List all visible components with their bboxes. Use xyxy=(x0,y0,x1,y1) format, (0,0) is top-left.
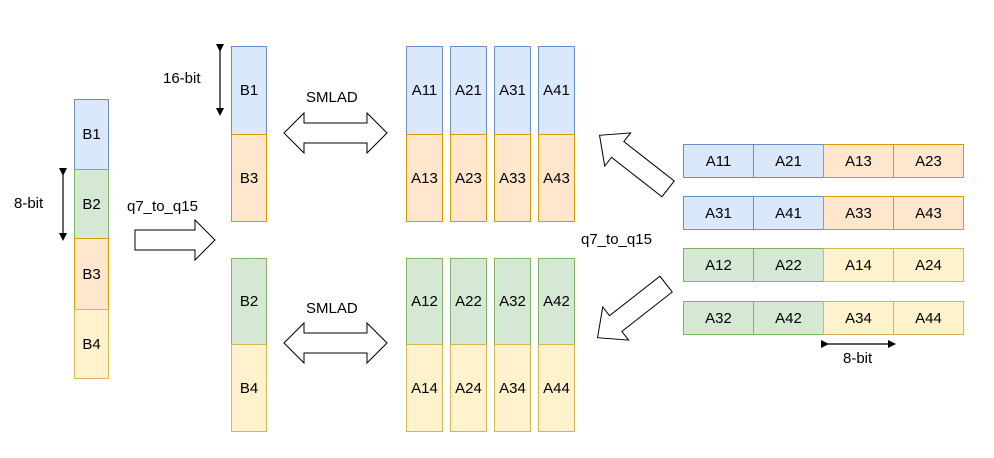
convert-label-right: q7_to_q15 xyxy=(581,231,652,248)
convert-arrow-left xyxy=(134,218,216,262)
a-col-bottom-lo: A24 xyxy=(450,344,487,432)
smlad-label-bottom: SMLAD xyxy=(306,300,358,317)
a-row-cell: A13 xyxy=(823,144,894,178)
a-row-cell: A44 xyxy=(893,301,964,335)
a-row-width-label: 8-bit xyxy=(843,350,873,367)
a-col-top-lo: A23 xyxy=(450,134,487,222)
a-row-cell: A22 xyxy=(753,248,824,282)
b-vector-width-label: 8-bit xyxy=(14,195,44,212)
a-col-bottom-hi: A22 xyxy=(450,258,487,345)
a-row-cell: A32 xyxy=(683,301,754,335)
a-col-bottom-hi: A32 xyxy=(494,258,531,345)
b2-cell: B2 xyxy=(74,169,109,239)
convert-arrow-right-top xyxy=(598,132,675,198)
b3-cell: B3 xyxy=(74,238,109,310)
b4-expanded-cell: B4 xyxy=(231,344,267,432)
b4-cell: B4 xyxy=(74,309,109,379)
a-row-cell: A34 xyxy=(823,301,894,335)
a-row-cell: A23 xyxy=(893,144,964,178)
smlad-arrow-top xyxy=(283,111,388,155)
a-row-cell: A14 xyxy=(823,248,894,282)
a-row-cell: A33 xyxy=(823,196,894,230)
b2-expanded-cell: B2 xyxy=(231,258,267,345)
b1-cell: B1 xyxy=(74,99,109,170)
a-col-top-lo: A13 xyxy=(406,134,443,222)
a-row-cell: A31 xyxy=(683,196,754,230)
a-col-bottom-lo: A44 xyxy=(538,344,575,432)
a-row-cell: A24 xyxy=(893,248,964,282)
a-row-cell: A11 xyxy=(683,144,754,178)
a-col-bottom-hi: A42 xyxy=(538,258,575,345)
a-col-bottom-lo: A34 xyxy=(494,344,531,432)
a-row-cell: A43 xyxy=(893,196,964,230)
convert-arrow-right-bottom xyxy=(596,275,673,341)
a-col-top-lo: A43 xyxy=(538,134,575,222)
smlad-label-top: SMLAD xyxy=(306,89,358,106)
b1-expanded-cell: B1 xyxy=(231,46,267,135)
a-col-top-lo: A33 xyxy=(494,134,531,222)
a-row-cell: A12 xyxy=(683,248,754,282)
b3-expanded-cell: B3 xyxy=(231,134,267,222)
a-row-cell: A42 xyxy=(753,301,824,335)
a-row-cell: A21 xyxy=(753,144,824,178)
a-col-top-hi: A41 xyxy=(538,46,575,135)
a-col-bottom-hi: A12 xyxy=(406,258,443,345)
smlad-arrow-bottom xyxy=(283,321,388,365)
a-col-top-hi: A21 xyxy=(450,46,487,135)
convert-label-left: q7_to_q15 xyxy=(127,198,198,215)
b-expanded-width-label: 16-bit xyxy=(163,70,201,87)
a-col-bottom-lo: A14 xyxy=(406,344,443,432)
